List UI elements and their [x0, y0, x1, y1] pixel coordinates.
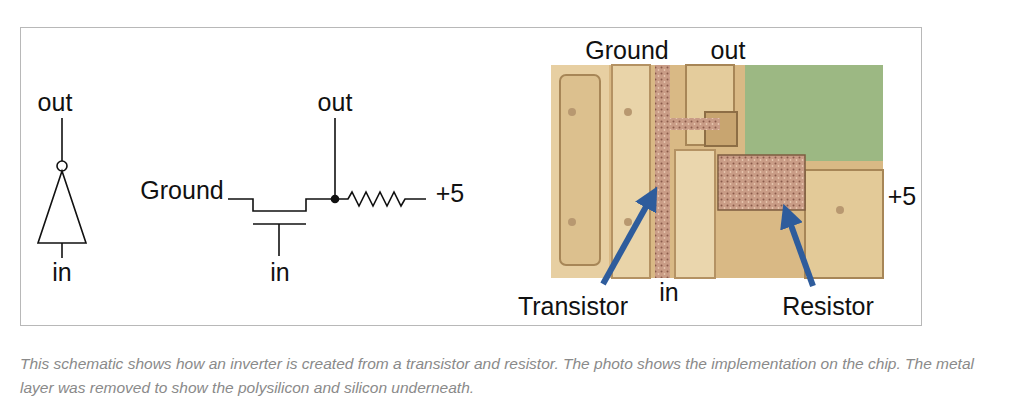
transistor-symbol — [228, 118, 339, 256]
pin-label: out — [711, 38, 746, 63]
signal-label: Ground — [585, 38, 668, 63]
part-label: Resistor — [782, 294, 874, 319]
pin-label: in — [52, 260, 71, 285]
pointer-arrow — [603, 196, 813, 286]
chip-photo — [0, 0, 883, 278]
pin-label: in — [270, 260, 289, 285]
part-label: Transistor — [518, 294, 628, 319]
pin-label: out — [38, 90, 73, 115]
signal-label: +5 — [436, 181, 465, 206]
inverter-symbol — [38, 118, 86, 258]
signal-label: Ground — [140, 178, 223, 203]
resistor-symbol — [335, 192, 426, 206]
figure-caption: This schematic shows how an inverter is … — [20, 352, 1005, 400]
pin-label: out — [318, 90, 353, 115]
pin-label: in — [659, 280, 678, 305]
signal-label: +5 — [888, 184, 917, 209]
